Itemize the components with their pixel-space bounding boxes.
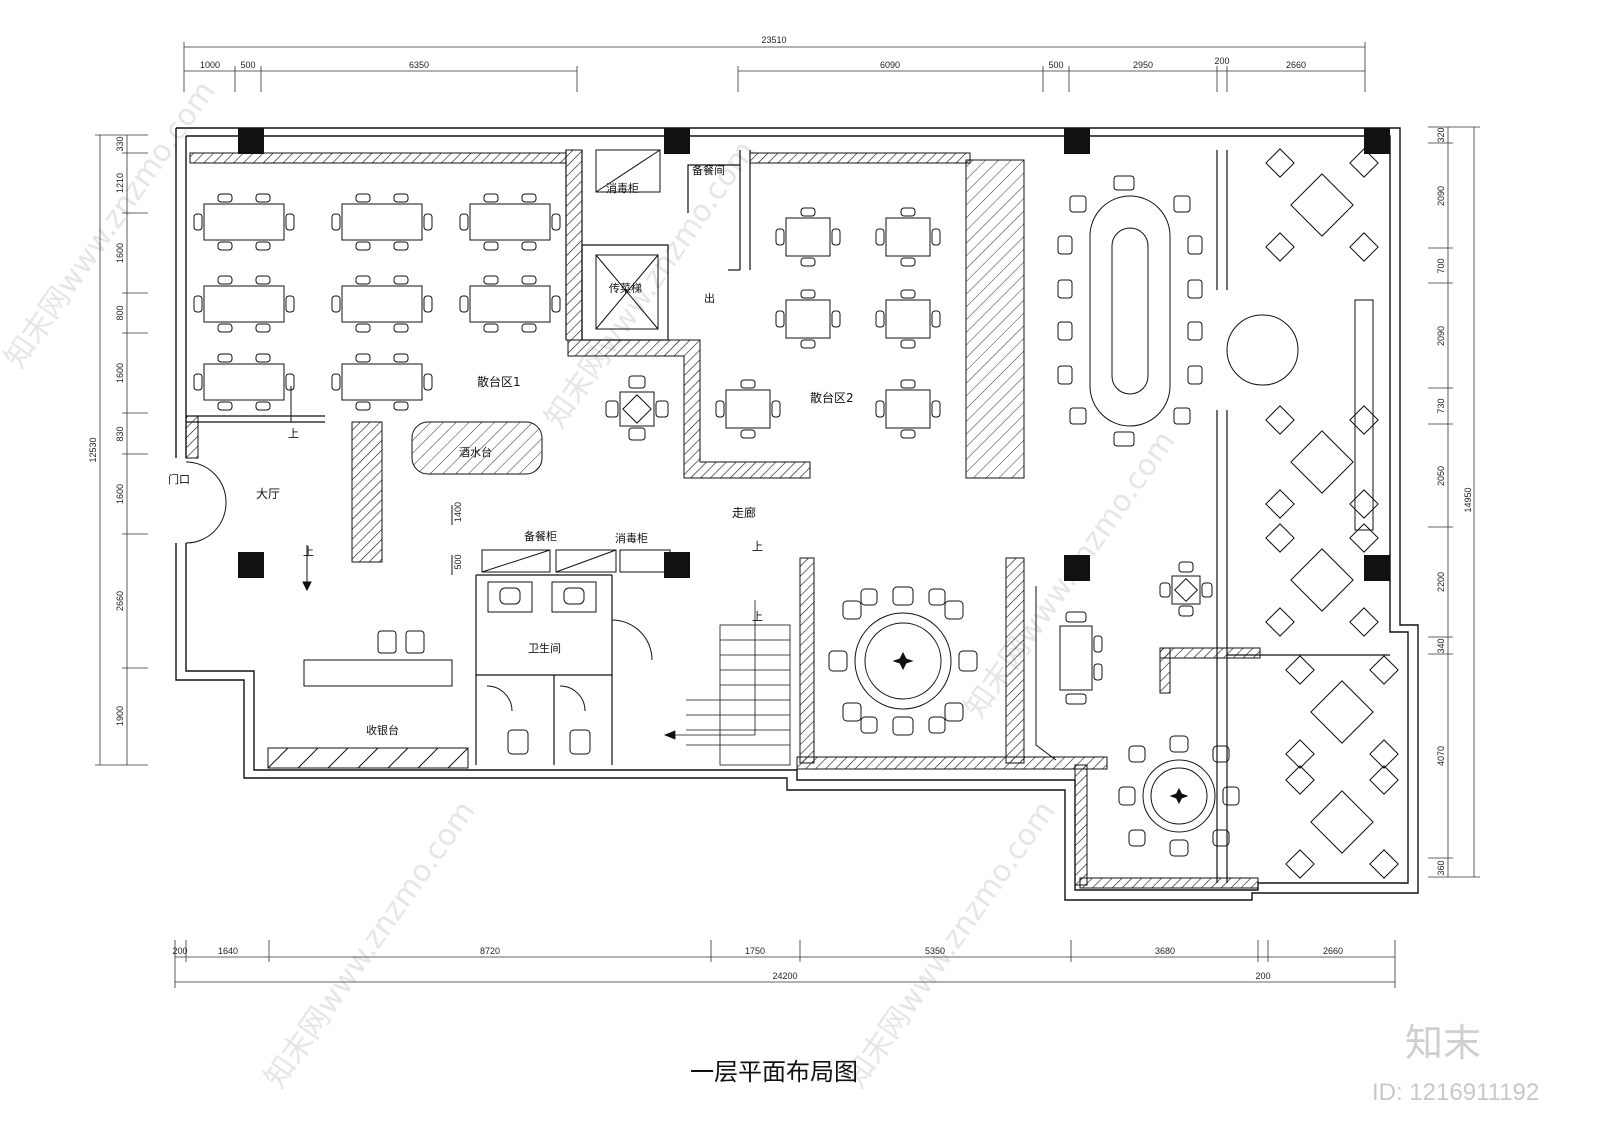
label-drinks-counter: 酒水台	[459, 445, 492, 459]
dim-right-7: 2200	[1436, 572, 1446, 592]
stairs	[663, 600, 791, 766]
dumbwaiter-symbol	[595, 149, 661, 330]
label-cashier: 收银台	[366, 723, 399, 737]
watermark-site-5: 知末网www.znzmo.com	[838, 795, 1063, 1095]
dim-right-9: 4070	[1436, 746, 1446, 766]
dim-bottom-3: 8720	[480, 946, 500, 956]
dim-bottom-4: 1750	[745, 946, 765, 956]
dim-left-7: 1600	[115, 484, 125, 504]
dim-top-2: 500	[240, 60, 255, 70]
structural-columns	[238, 128, 1390, 581]
dim-right-8: 340	[1436, 638, 1446, 653]
dim-right-5: 730	[1436, 398, 1446, 413]
watermark-brand: 知末	[1405, 1021, 1481, 1065]
label-up-1: 上	[288, 427, 299, 440]
restroom-fixtures	[481, 549, 671, 755]
dim-top-5: 500	[1048, 60, 1063, 70]
dim-left-9: 1900	[115, 706, 125, 726]
label-disinfection-cabinet-bottom: 消毒柜	[615, 531, 648, 545]
dim-left-total: 12530	[88, 437, 98, 462]
round-tables	[828, 586, 1240, 857]
label-dining-area-2: 散台区2	[810, 390, 854, 405]
dim-right-total: 14950	[1463, 487, 1473, 512]
label-dumbwaiter: 传菜梯	[609, 282, 642, 295]
dim-top-1: 1000	[200, 60, 220, 70]
label-up-4: 上	[752, 610, 763, 623]
cashier-counter	[267, 630, 469, 769]
watermark-id: ID: 1216911192	[1372, 1079, 1539, 1106]
label-entrance: 门口	[168, 472, 190, 486]
dim-top-7: 200	[1214, 56, 1229, 66]
dim-bottom-6: 3680	[1155, 946, 1175, 956]
label-disinfection-cabinet-top: 消毒柜	[606, 181, 639, 195]
dim-top-6: 2950	[1133, 60, 1153, 70]
up-arrows	[290, 386, 453, 592]
small-rect-table	[1035, 586, 1103, 761]
label-lobby: 大厅	[256, 487, 280, 501]
dim-left-6: 830	[115, 426, 125, 441]
label-corridor: 走廊	[732, 505, 756, 520]
dim-left-1: 330	[115, 136, 125, 151]
dim-bottom-2: 1640	[218, 946, 238, 956]
dim-top-total: 23510	[761, 35, 786, 45]
dim-right-1: 320	[1436, 127, 1446, 142]
booth-tables	[1265, 148, 1399, 879]
dim-left-8: 2660	[115, 591, 125, 611]
dim-inner-500: 500	[453, 554, 463, 569]
label-restroom: 卫生间	[528, 641, 561, 655]
label-up-3: 上	[752, 540, 763, 553]
dim-right-2: 2090	[1436, 186, 1446, 206]
watermark-site-1: 知末网www.znzmo.com	[0, 75, 222, 375]
dining-tables-area-1	[193, 193, 561, 411]
dim-bottom-total: 24200	[772, 971, 797, 981]
entrance-door	[185, 461, 227, 544]
dim-top-4: 6090	[880, 60, 900, 70]
dim-right-3: 700	[1436, 258, 1446, 273]
right-dimensions	[1428, 126, 1480, 878]
hatched-walls	[185, 149, 1374, 889]
label-dining-area-1: 散台区1	[477, 374, 521, 389]
left-dimensions	[95, 134, 148, 766]
dim-bottom-1: 200	[172, 946, 187, 956]
dim-left-3: 1600	[115, 243, 125, 263]
dim-left-2: 1210	[115, 173, 125, 193]
dim-top-8: 2660	[1286, 60, 1306, 70]
dim-right-4: 2090	[1436, 326, 1446, 346]
bottom-dimensions	[174, 940, 1396, 988]
banquet-long-table	[1057, 175, 1203, 447]
dining-tables-area-2	[605, 207, 1213, 617]
top-dimensions	[183, 42, 1366, 92]
dim-left-5: 1600	[115, 363, 125, 383]
dim-right-10: 360	[1436, 860, 1446, 875]
side-door	[1226, 314, 1299, 386]
dim-inner-1400: 1400	[453, 502, 463, 522]
dim-top-3: 6350	[409, 60, 429, 70]
dim-bottom-extra: 200	[1255, 971, 1270, 981]
dim-left-4: 800	[115, 305, 125, 320]
drawing-title: 一层平面布局图	[690, 1058, 858, 1086]
dim-bottom-7: 2660	[1323, 946, 1343, 956]
watermark-site-4: 知末网www.znzmo.com	[258, 795, 483, 1095]
dim-right-6: 2050	[1436, 466, 1446, 486]
outer-walls	[175, 127, 1419, 901]
label-pantry: 备餐间	[692, 163, 725, 177]
dim-bottom-5: 5350	[925, 946, 945, 956]
label-up-2: 上	[303, 545, 314, 558]
label-serving-cabinet: 备餐柜	[524, 529, 557, 543]
label-exit: 出	[704, 291, 715, 305]
